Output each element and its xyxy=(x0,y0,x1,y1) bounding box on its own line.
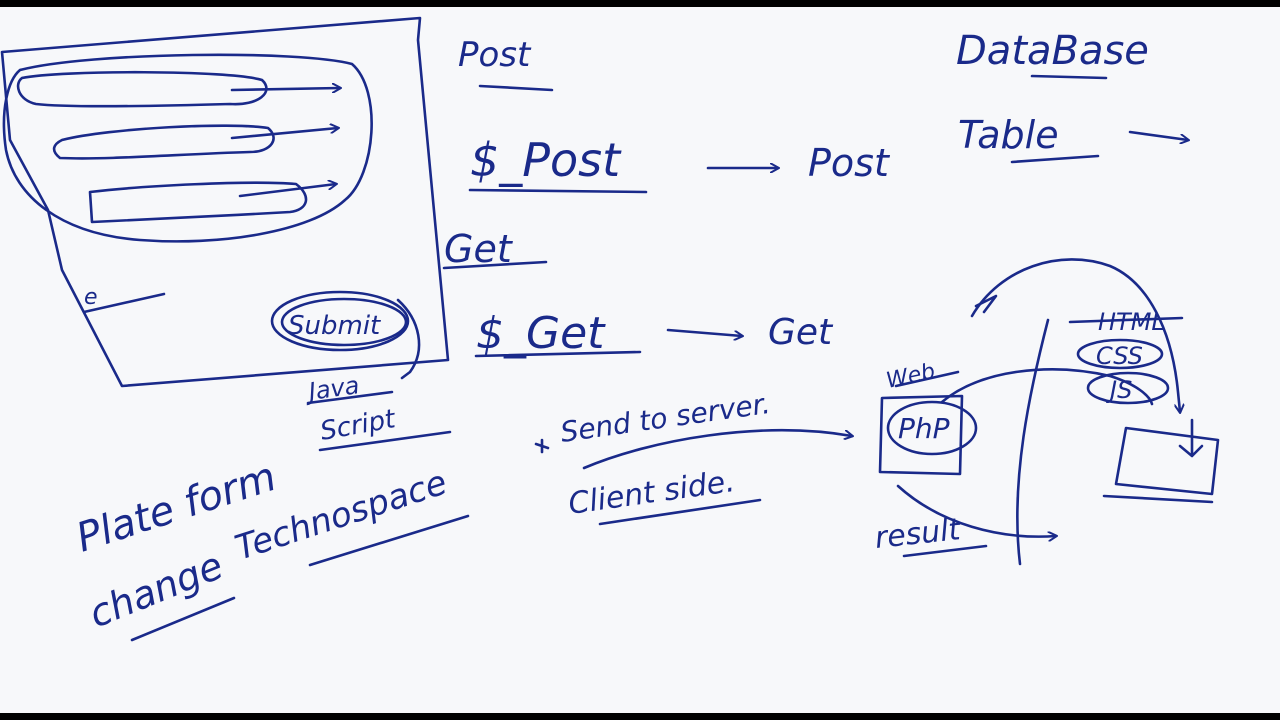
small-field-label: e xyxy=(84,285,98,310)
field-2-arrow xyxy=(230,128,338,140)
php-circle xyxy=(886,400,978,456)
get-heading: Get xyxy=(444,227,514,271)
output-box xyxy=(1114,426,1220,496)
post-variable: $_Post xyxy=(470,133,622,187)
field-1-arrow xyxy=(230,88,340,90)
field-3-arrow xyxy=(238,184,336,198)
database-heading: DataBase xyxy=(956,28,1149,74)
request-loop xyxy=(970,258,1180,412)
get-variable: $_Get xyxy=(476,308,606,359)
form-field-2 xyxy=(52,124,275,160)
table-arrow xyxy=(1128,130,1188,140)
browser-curve xyxy=(1016,318,1050,566)
get-arrow xyxy=(666,328,742,336)
form-field-3 xyxy=(88,181,308,224)
web-label: Web xyxy=(884,359,937,394)
client-side-label: Client side. xyxy=(566,464,737,522)
post-heading: Post xyxy=(458,35,532,75)
fields-loop xyxy=(2,53,373,243)
form-frame xyxy=(0,16,450,388)
send-arrow xyxy=(582,429,852,470)
css-label: CSS xyxy=(1096,342,1143,370)
submit-label: Submit xyxy=(288,311,381,341)
submit-outline xyxy=(270,290,410,352)
post-result: Post xyxy=(808,141,891,185)
small-field-line xyxy=(82,292,166,314)
submit-curve xyxy=(396,298,421,380)
result-curve xyxy=(896,484,1056,537)
php-box xyxy=(878,394,964,476)
get-result: Get xyxy=(768,312,834,353)
submit-outline-2 xyxy=(280,297,408,347)
js-label: JS xyxy=(1106,376,1132,404)
web-curve xyxy=(940,368,1154,406)
html-label: HTML xyxy=(1098,308,1165,336)
send-to-server-label: Send to server. xyxy=(558,387,772,449)
change-label: change xyxy=(83,543,229,636)
table-label: Table xyxy=(958,113,1059,157)
java-label: Java xyxy=(303,371,361,406)
php-label: PhP xyxy=(898,412,950,445)
form-field-1 xyxy=(16,70,268,108)
